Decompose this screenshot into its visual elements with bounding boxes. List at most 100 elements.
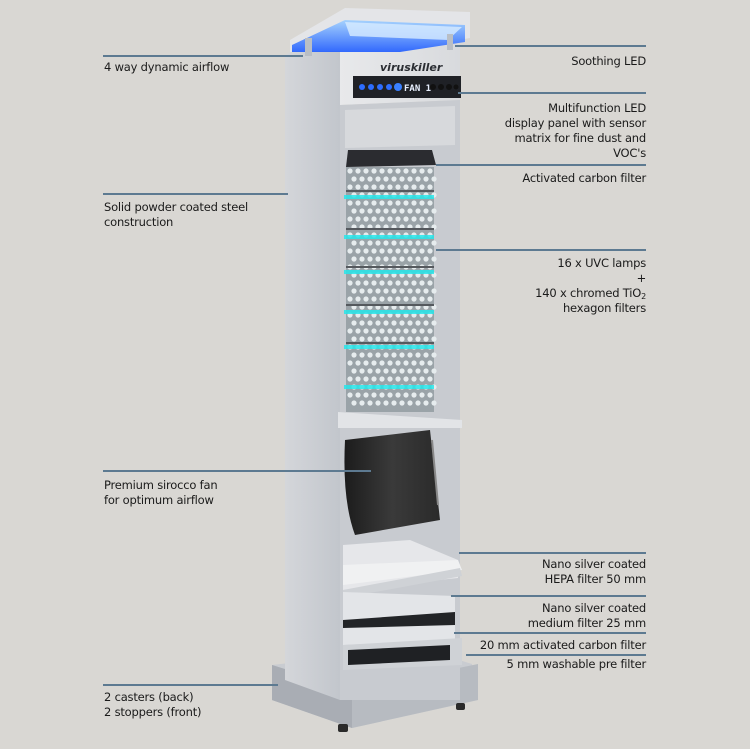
hexagon-cell — [399, 176, 405, 182]
hexagon-cell — [431, 240, 437, 246]
hexagon-cell — [355, 376, 361, 382]
hexagon-cell — [355, 296, 361, 302]
hexagon-cell — [383, 352, 389, 358]
hexagon-cell — [379, 296, 385, 302]
hexagon-cell — [411, 168, 417, 174]
hexagon-cell — [367, 288, 373, 294]
hexagon-cell — [351, 320, 357, 326]
hexagon-cell — [427, 392, 433, 398]
filter-shelf — [346, 304, 434, 306]
hexagon-cell — [431, 336, 437, 342]
hexagon-cell — [359, 288, 365, 294]
hexagon-cell — [419, 328, 425, 334]
hexagon-cell — [347, 184, 353, 190]
callout-uvc: 16 x UVC lamps + 140 x chromed TiO2 hexa… — [535, 256, 646, 315]
hexagon-cell — [379, 216, 385, 222]
hexagon-cell — [383, 320, 389, 326]
hexagon-cell — [395, 360, 401, 366]
hexagon-cell — [363, 216, 369, 222]
hexagon-cell — [419, 280, 425, 286]
hexagon-cell — [375, 320, 381, 326]
callout-line-hepa — [459, 552, 646, 554]
hexagon-cell — [387, 200, 393, 206]
hexagon-cell — [351, 400, 357, 406]
hexagon-cell — [431, 368, 437, 374]
hexagon-cell — [423, 368, 429, 374]
hexagon-cell — [427, 376, 433, 382]
hexagon-cell — [399, 240, 405, 246]
hexagon-cell — [355, 184, 361, 190]
hexagon-cell — [399, 288, 405, 294]
hexagon-cell — [359, 240, 365, 246]
hexagon-cell — [391, 240, 397, 246]
hexagon-cell — [415, 288, 421, 294]
callout-line-fan — [103, 470, 371, 472]
hexagon-cell — [347, 296, 353, 302]
hexagon-cell — [363, 200, 369, 206]
hexagon-cell — [407, 288, 413, 294]
hexagon-cell — [395, 216, 401, 222]
hexagon-cell — [355, 360, 361, 366]
hexagon-cell — [359, 176, 365, 182]
hexagon-cell — [379, 376, 385, 382]
hexagon-cell — [383, 336, 389, 342]
hexagon-cell — [347, 168, 353, 174]
brand-logo: viruskiller — [380, 61, 443, 74]
hexagon-cell — [419, 184, 425, 190]
hexagon-cell — [427, 296, 433, 302]
callout-steel: Solid powder coated steel construction — [104, 200, 248, 229]
callout-line-led — [455, 45, 646, 47]
uvc-lamp — [344, 235, 434, 239]
hexagon-cell — [411, 280, 417, 286]
hexagon-cell — [387, 184, 393, 190]
hexagon-cell — [383, 256, 389, 262]
callout-carbon20: 20 mm activated carbon filter — [479, 638, 646, 652]
hexagon-cell — [371, 376, 377, 382]
callout-prefilter: 5 mm washable pre filter — [506, 657, 647, 671]
callout-fan: Premium sirocco fan for optimum airflow — [104, 478, 218, 507]
hexagon-cell — [423, 288, 429, 294]
callout-carbon: Activated carbon filter — [522, 171, 646, 185]
hexagon-cell — [395, 168, 401, 174]
hexagon-cell — [411, 296, 417, 302]
hexagon-cell — [391, 288, 397, 294]
hexagon-cell — [375, 176, 381, 182]
hexagon-cell — [367, 368, 373, 374]
hexagon-cell — [411, 184, 417, 190]
hexagon-cell — [415, 368, 421, 374]
hexagon-cell — [419, 200, 425, 206]
hexagon-cell — [423, 240, 429, 246]
hexagon-cell — [423, 320, 429, 326]
hexagon-cell — [411, 200, 417, 206]
hexagon-cell — [419, 376, 425, 382]
hexagon-cell — [407, 336, 413, 342]
hexagon-cell — [427, 328, 433, 334]
hexagon-cell — [427, 184, 433, 190]
hexagon-cell — [387, 376, 393, 382]
hexagon-cell — [367, 256, 373, 262]
callout-line-carbon20 — [454, 632, 646, 634]
hexagon-cell — [379, 184, 385, 190]
hexagon-cell — [423, 352, 429, 358]
hexagon-cell — [407, 176, 413, 182]
hexagon-cell — [431, 320, 437, 326]
soothing-led-top — [290, 8, 470, 56]
hexagon-cell — [403, 280, 409, 286]
hexagon-cell — [403, 168, 409, 174]
hexagon-cell — [351, 208, 357, 214]
hexagon-cell — [359, 256, 365, 262]
hexagon-cell — [371, 280, 377, 286]
hexagon-cell — [367, 400, 373, 406]
hexagon-cell — [387, 168, 393, 174]
hexagon-cell — [391, 352, 397, 358]
callout-led: Soothing LED — [571, 54, 646, 68]
hexagon-cell — [359, 368, 365, 374]
hexagon-cell — [387, 216, 393, 222]
hexagon-cell — [383, 288, 389, 294]
hexagon-cell — [367, 336, 373, 342]
hexagon-cell — [399, 352, 405, 358]
hexagon-cell — [415, 208, 421, 214]
callout-line-airflow — [103, 55, 303, 57]
hexagon-cell — [359, 352, 365, 358]
hexagon-cell — [399, 400, 405, 406]
